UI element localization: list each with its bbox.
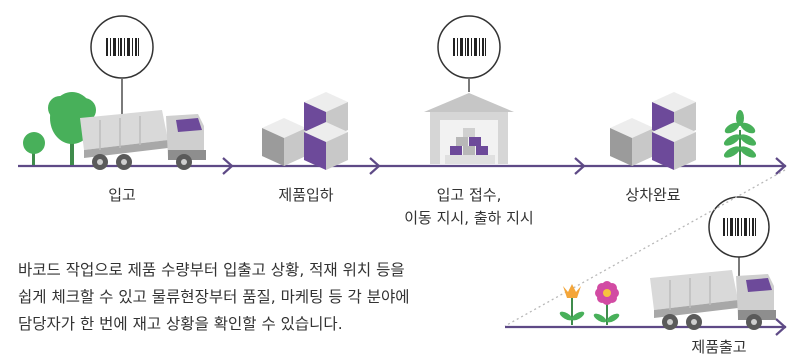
stage-label-shipping: 제품출고 — [691, 338, 747, 356]
stage-label-incoming: 입고 — [108, 186, 136, 204]
stage-label-product-arrival: 제품입하 — [278, 186, 334, 204]
description-line: 바코드 작업으로 제품 수량부터 입출고 상황, 적재 위치 등을 — [18, 261, 405, 279]
truck-with-trees-icon — [23, 92, 207, 171]
truck-with-flowers-icon — [559, 269, 777, 331]
stage-label-loading-complete: 상차완료 — [625, 186, 681, 204]
warehouse-icon — [424, 93, 514, 164]
timeline-top — [18, 157, 787, 175]
arrow-head-icon — [369, 157, 381, 175]
description-line: 담당자가 한 번에 재고 상황을 확인할 수 있습니다. — [18, 315, 343, 333]
stage-label-receipt: 입고 접수, — [436, 186, 502, 204]
boxes-icon — [262, 92, 348, 170]
arrow-head-icon — [222, 157, 234, 175]
description-line: 쉽게 체크할 수 있고 물류현장부터 품질, 마케팅 등 각 분야에 — [18, 288, 410, 306]
arrow-head-icon — [775, 318, 787, 336]
stage-label-instructions: 이동 지시, 출하 지시 — [404, 209, 534, 227]
description-text: 바코드 작업으로 제품 수량부터 입출고 상황, 적재 위치 등을 쉽게 체크할… — [18, 257, 496, 338]
timeline-bottom — [505, 318, 787, 336]
arrow-head-icon — [574, 157, 586, 175]
arrow-head-icon — [775, 157, 787, 175]
connector-dotted-line — [504, 169, 786, 327]
barcode-icon — [90, 15, 154, 125]
barcode-icon — [708, 196, 770, 276]
boxes-with-plant-icon — [610, 92, 757, 170]
barcode-icon — [437, 15, 501, 92]
